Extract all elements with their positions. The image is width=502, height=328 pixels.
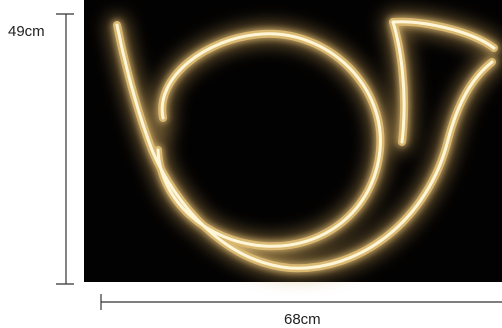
height-label: 49cm <box>8 23 45 40</box>
post-horn-neon-tube <box>107 11 502 279</box>
width-label: 68cm <box>284 311 321 328</box>
height-dimension-line <box>56 13 74 285</box>
width-dimension-line <box>100 294 502 310</box>
